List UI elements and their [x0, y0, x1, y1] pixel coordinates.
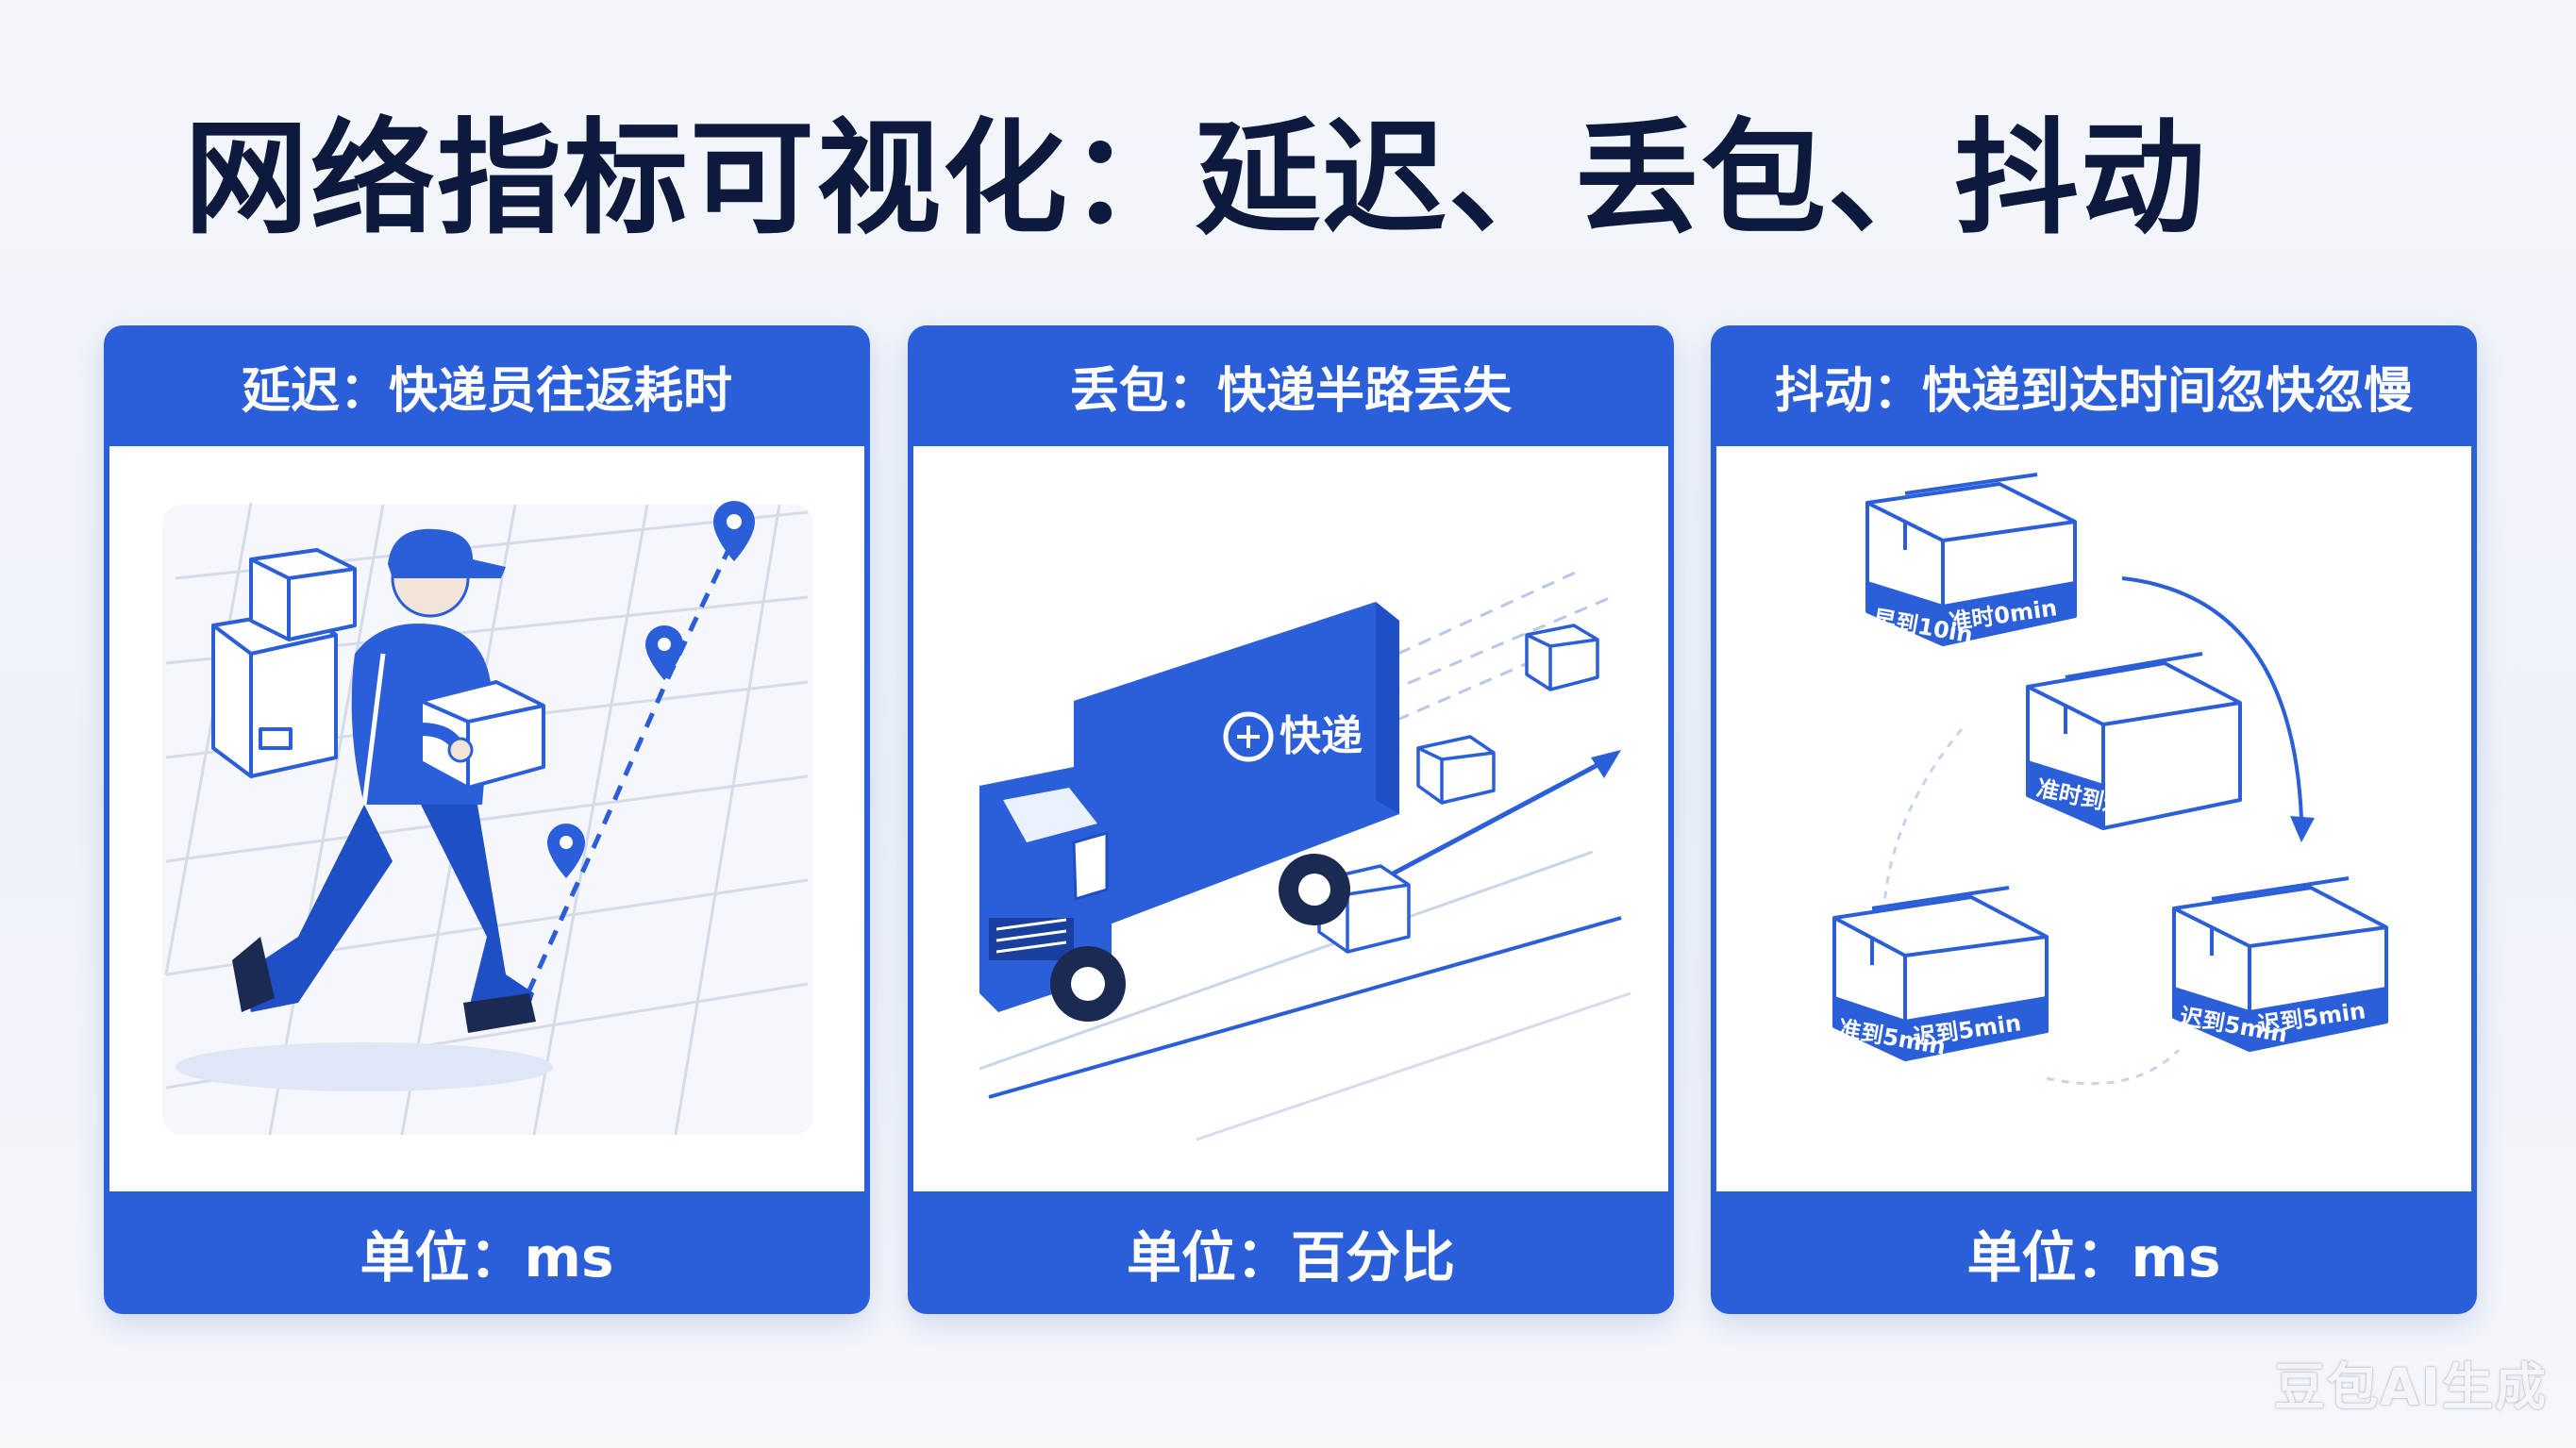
location-pin-icon	[645, 625, 683, 680]
courier-illustration	[162, 501, 813, 1136]
panel-packet-loss-illustration: 快递	[913, 446, 1668, 1191]
panel-packet-loss: 丢包：快递半路丢失	[908, 325, 1674, 1314]
panel-latency-heading: 延迟：快递员往返耗时	[241, 362, 732, 420]
truck-label: 快递	[1280, 712, 1363, 760]
panel-jitter: 抖动：快递到达时间忽快忽慢 早到10in 准时0min	[1711, 325, 2477, 1314]
delivery-truck: 快递	[979, 602, 1399, 1022]
panel-latency-illustration	[109, 446, 864, 1191]
panel-latency-unit: 单位：ms	[360, 1225, 614, 1290]
panel-packet-loss-unit: 单位：百分比	[1126, 1225, 1455, 1290]
boxes-illustration: 早到10in 准时0min 准时到达 准到5min 迟到5min	[1832, 473, 2388, 1086]
package-late-left: 准到5min 迟到5min	[1832, 886, 2049, 1061]
location-pin-icon	[713, 501, 755, 561]
page-title: 网络指标可视化：延迟、丢包、抖动	[184, 107, 2207, 252]
package-on-time: 准时到达	[2026, 652, 2242, 830]
watermark: 豆包AI生成	[2274, 1357, 2548, 1417]
package-late-right: 迟到5min 迟到5min	[2172, 876, 2388, 1052]
panel-packet-loss-heading: 丢包：快递半路丢失	[1069, 362, 1512, 420]
panel-latency: 延迟：快递员往返耗时	[104, 325, 870, 1314]
location-pin-icon	[547, 824, 585, 878]
panel-jitter-heading: 抖动：快递到达时间忽快忽慢	[1774, 362, 2413, 420]
package-early: 早到10in 准时0min	[1865, 473, 2077, 648]
truck-illustration: 快递	[979, 567, 1631, 1141]
panel-jitter-unit: 单位：ms	[1966, 1225, 2221, 1290]
panel-jitter-illustration: 早到10in 准时0min 准时到达 准到5min 迟到5min	[1716, 446, 2471, 1191]
